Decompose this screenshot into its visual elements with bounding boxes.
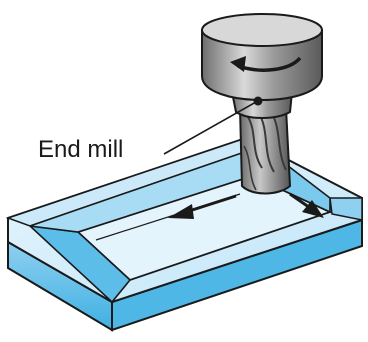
- end-mill-label: End mill: [38, 138, 123, 162]
